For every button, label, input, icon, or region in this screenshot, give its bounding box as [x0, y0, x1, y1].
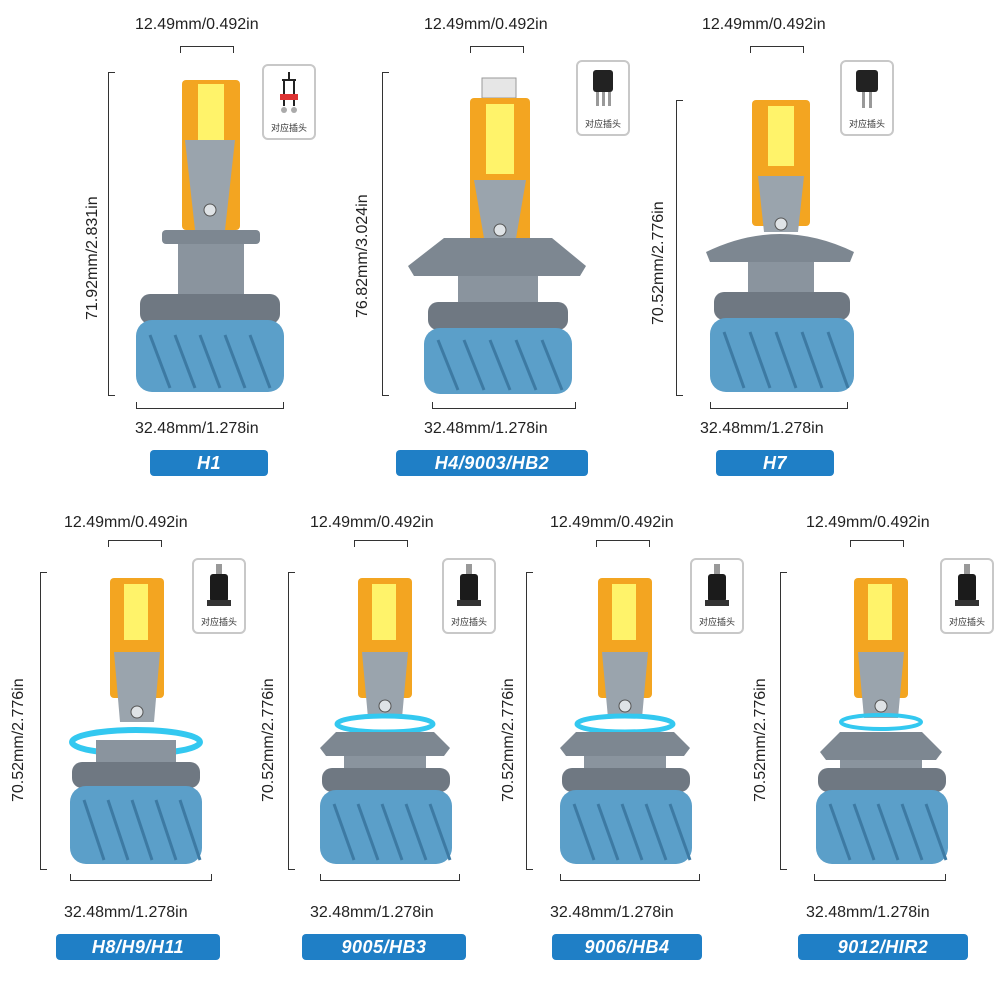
bottom-bracket — [320, 874, 460, 881]
bulb-card-9005: 12.49mm/0.492in 70.52mm/2.776in 对应 — [250, 500, 500, 980]
bulb-image — [404, 70, 590, 400]
bulb-card-h1: 12.49mm/0.492in 71.92mm/2.831in 对应插头 — [0, 0, 330, 490]
top-dimension: 12.49mm/0.492in — [550, 514, 674, 531]
model-label-h7[interactable]: H7 — [716, 450, 834, 476]
bulb-card-h7: 12.49mm/0.492in 70.52mm/2.776in 对应插头 32.… — [650, 0, 1000, 490]
side-dimension: 70.52mm/2.776in — [650, 201, 667, 325]
bulb-image — [554, 572, 698, 872]
connector-plug-icon — [705, 564, 729, 606]
socket-caption: 对应插头 — [584, 119, 621, 129]
top-bracket — [180, 46, 234, 53]
bottom-bracket — [814, 874, 946, 881]
three-pin-plug-icon — [593, 70, 613, 106]
socket-caption: 对应插头 — [450, 617, 487, 627]
bottom-bracket — [560, 874, 700, 881]
socket-thumbnail: 对应插头 — [840, 60, 894, 136]
bulb-image — [314, 572, 458, 872]
two-pin-plug-icon — [856, 70, 878, 108]
bottom-dimension: 32.48mm/1.278in — [135, 420, 259, 437]
model-label-9006[interactable]: 9006/HB4 — [552, 934, 702, 960]
bottom-dimension: 32.48mm/1.278in — [550, 904, 674, 921]
bulb-image — [810, 572, 954, 872]
bulb-image — [700, 96, 860, 402]
top-dimension: 12.49mm/0.492in — [135, 16, 259, 33]
top-dimension: 12.49mm/0.492in — [64, 514, 188, 531]
model-label-h1[interactable]: H1 — [150, 450, 268, 476]
top-dimension: 12.49mm/0.492in — [702, 16, 826, 33]
top-dimension: 12.49mm/0.492in — [424, 16, 548, 33]
socket-caption: 对应插头 — [270, 123, 307, 133]
bottom-bracket — [710, 402, 848, 409]
side-bracket — [780, 572, 787, 870]
side-bracket — [288, 572, 295, 870]
bottom-dimension: 32.48mm/1.278in — [424, 420, 548, 437]
side-dimension: 76.82mm/3.024in — [354, 194, 371, 318]
model-label-9005[interactable]: 9005/HB3 — [302, 934, 466, 960]
socket-thumbnail: 对应插头 — [262, 64, 316, 140]
socket-caption: 对应插头 — [848, 119, 885, 129]
connector-plug-icon — [955, 564, 979, 606]
bottom-dimension: 32.48mm/1.278in — [64, 904, 188, 921]
socket-caption: 对应插头 — [698, 617, 735, 627]
socket-thumbnail: 对应插头 — [940, 558, 994, 634]
top-dimension: 12.49mm/0.492in — [806, 514, 930, 531]
top-bracket — [750, 46, 804, 53]
bottom-bracket — [432, 402, 576, 409]
side-dimension: 70.52mm/2.776in — [752, 678, 769, 802]
bottom-dimension: 32.48mm/1.278in — [310, 904, 434, 921]
model-label-h4[interactable]: H4/9003/HB2 — [396, 450, 588, 476]
side-bracket — [108, 72, 115, 396]
side-bracket — [382, 72, 389, 396]
side-bracket — [40, 572, 47, 870]
bulb-card-9006: 12.49mm/0.492in 70.52mm/2.776in 对应 — [500, 500, 750, 980]
socket-thumbnail: 对应插头 — [690, 558, 744, 634]
top-bracket — [850, 540, 904, 547]
top-bracket — [470, 46, 524, 53]
top-dimension: 12.49mm/0.492in — [310, 514, 434, 531]
bulb-card-h11: 12.49mm/0.492in 70.52mm/2.776in 对应插头 — [0, 500, 250, 980]
bulb-card-h4: 12.49mm/0.492in 76.82mm/3.024in 对应插头 — [330, 0, 670, 490]
bottom-dimension: 32.48mm/1.278in — [700, 420, 824, 437]
bottom-bracket — [136, 402, 284, 409]
connector-plug-icon — [457, 564, 481, 606]
side-bracket — [526, 572, 533, 870]
bulb-card-9012: 12.49mm/0.492in 70.52mm/2.776in 对应 — [750, 500, 1000, 980]
top-bracket — [108, 540, 162, 547]
socket-thumbnail: 对应插头 — [192, 558, 246, 634]
socket-caption: 对应插头 — [200, 617, 237, 627]
side-dimension: 70.52mm/2.776in — [500, 678, 517, 802]
side-dimension: 71.92mm/2.831in — [84, 196, 101, 320]
side-dimension: 70.52mm/2.776in — [10, 678, 27, 802]
wire-plug-icon — [280, 72, 298, 113]
socket-thumbnail: 对应插头 — [442, 558, 496, 634]
socket-caption: 对应插头 — [948, 617, 985, 627]
bulb-image — [66, 572, 206, 872]
bottom-bracket — [70, 874, 212, 881]
model-label-h11[interactable]: H8/H9/H11 — [56, 934, 220, 960]
connector-plug-icon — [207, 564, 231, 606]
model-label-9012[interactable]: 9012/HIR2 — [798, 934, 968, 960]
socket-thumbnail: 对应插头 — [576, 60, 630, 136]
side-dimension: 70.52mm/2.776in — [260, 678, 277, 802]
bottom-dimension: 32.48mm/1.278in — [806, 904, 930, 921]
side-bracket — [676, 100, 683, 396]
top-bracket — [596, 540, 650, 547]
bulb-image — [130, 70, 290, 400]
top-bracket — [354, 540, 408, 547]
